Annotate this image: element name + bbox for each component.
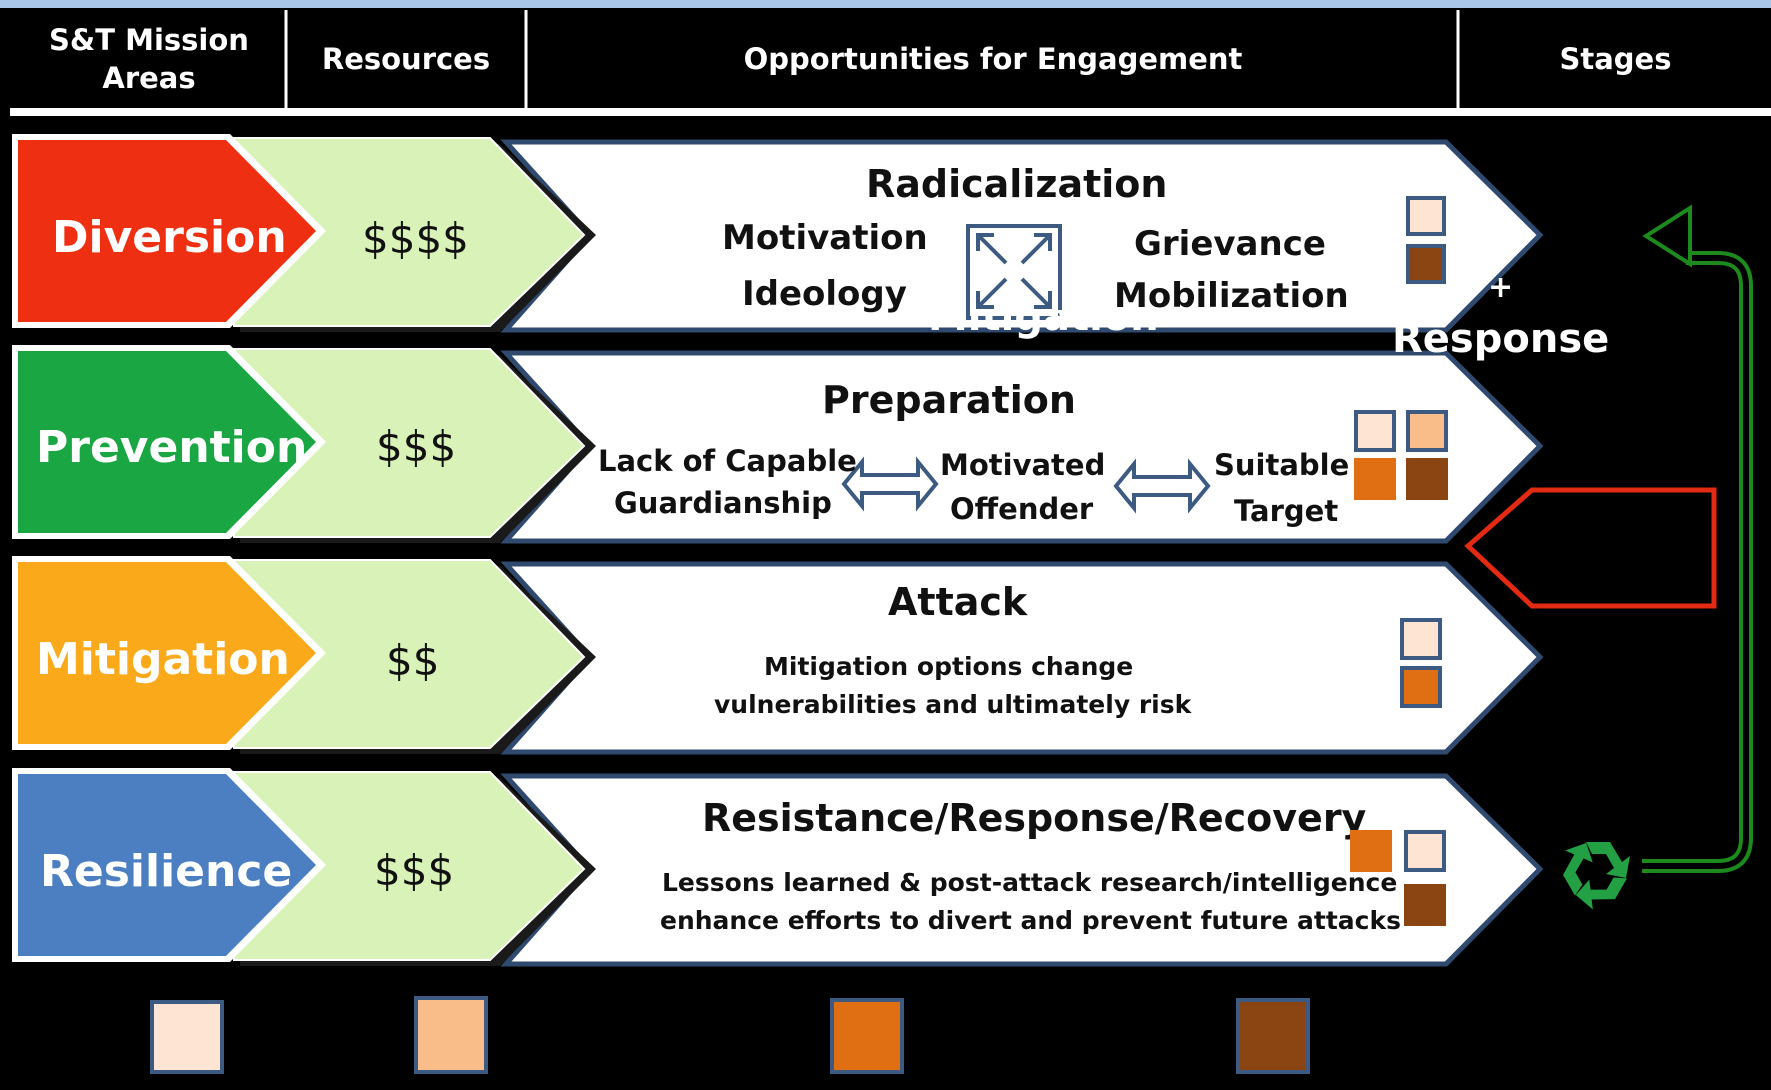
factor-grievance: Grievance: [1134, 224, 1326, 264]
double-arrow-icon: [841, 456, 939, 512]
swatch-r2-light: [1354, 410, 1396, 452]
mission-prevention: Prevention: [36, 422, 308, 473]
mission-mitigation: Mitigation: [36, 634, 290, 685]
resources-prevention: $$$: [376, 422, 457, 471]
swatch-r4-orange: [1350, 830, 1392, 872]
factor-offender-line1: Motivated: [940, 448, 1106, 482]
legend-swatch-2: [414, 996, 488, 1074]
stage-title-radicalization: Radicalization: [866, 162, 1168, 206]
swatch-r2-brown: [1406, 458, 1448, 500]
factor-mobilization: Mobilization: [1114, 276, 1349, 316]
cycle-arrow-icon: [1642, 251, 1753, 873]
swatch-r4-light: [1404, 830, 1446, 872]
swatch-r1-dark: [1406, 244, 1446, 284]
resources-resilience: $$$: [374, 846, 455, 895]
swatch-r2-peach: [1406, 410, 1448, 452]
swatch-r1-light: [1406, 196, 1446, 236]
mission-chevron-mitigation: [18, 562, 316, 744]
swatch-r2-orange: [1354, 458, 1396, 500]
factor-target-line2: Target: [1234, 494, 1339, 528]
mission-chevron-prevention: [18, 351, 316, 533]
resources-mitigation: $$: [386, 636, 440, 685]
red-arrow-icon: [1464, 487, 1717, 609]
legend-swatch-4: [1236, 998, 1310, 1074]
mission-chevron-diversion: [18, 140, 316, 322]
stage-title-resistance: Resistance/Response/Recovery: [702, 796, 1367, 840]
bg-fragment-response: Response: [1392, 316, 1610, 362]
mission-resilience: Resilience: [40, 846, 293, 897]
attack-desc-line1: Mitigation options change: [764, 652, 1134, 681]
header-resources-text: Resources: [321, 41, 491, 76]
factor-motivation: Motivation: [722, 218, 928, 258]
header-stages: Stages: [1460, 12, 1771, 107]
four-arrows-frame: [966, 224, 1062, 320]
resilience-desc-line2: enhance efforts to divert and prevent fu…: [660, 906, 1402, 935]
recycle-icon: [1563, 842, 1630, 910]
header-rule: [10, 108, 1771, 116]
swatch-r3-light: [1400, 618, 1442, 660]
bg-fragment-plus: +: [1488, 270, 1514, 305]
header-mission-areas: S&T Mission Areas: [14, 12, 284, 107]
header-opportunities: Opportunities for Engagement: [528, 12, 1458, 107]
cycle-arrow-inner: [1642, 255, 1749, 869]
factor-offender-line2: Offender: [950, 492, 1094, 526]
bg-fragment-mitigation: Mitigation: [928, 310, 1159, 340]
header-mission-areas-text: S&T Mission Areas: [49, 22, 249, 95]
legend-swatch-3: [830, 998, 904, 1074]
mission-chevron-resilience: [18, 774, 316, 956]
swatch-r4-brown: [1404, 884, 1446, 926]
factor-guardianship-line2: Guardianship: [614, 486, 832, 520]
header-resources: Resources: [288, 12, 524, 107]
double-arrow-icon: [1113, 458, 1211, 514]
mission-diversion: Diversion: [52, 212, 287, 263]
header-opportunities-text: Opportunities for Engagement: [743, 41, 1243, 76]
resilience-desc-line1: Lessons learned & post-attack research/i…: [662, 868, 1398, 897]
header-stages-text: Stages: [1559, 41, 1672, 76]
factor-target-line1: Suitable: [1214, 448, 1350, 482]
factor-guardianship-line1: Lack of Capable: [598, 444, 857, 478]
four-arrows-icon: [976, 233, 1052, 309]
stage-title-preparation: Preparation: [822, 378, 1076, 422]
resources-diversion: $$$$: [362, 214, 469, 263]
cycle-arrowhead: [1642, 204, 1692, 268]
swatch-r3-orange: [1400, 666, 1442, 708]
attack-desc-line2: vulnerabilities and ultimately risk: [714, 690, 1192, 719]
top-strip: [0, 0, 1771, 8]
stage-title-attack: Attack: [888, 580, 1028, 624]
legend-swatch-1: [150, 1000, 224, 1074]
factor-ideology: Ideology: [742, 274, 907, 314]
